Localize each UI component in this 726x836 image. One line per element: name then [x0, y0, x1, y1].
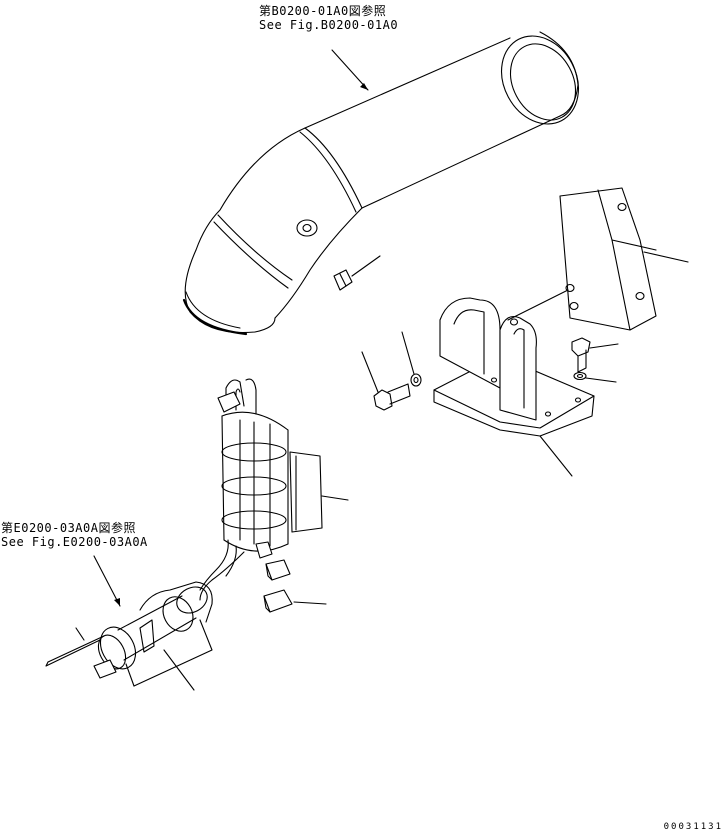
harness-connector [45, 555, 213, 691]
reference-top-line1: 第B0200-01A0図参照 [259, 4, 387, 18]
reference-left-line2: See Fig.E0200-03A0A [1, 535, 148, 549]
connector-caps [263, 559, 327, 613]
drawing-code: 00031131 [663, 822, 723, 832]
washer-right [573, 371, 617, 383]
bolt-left [361, 351, 411, 411]
intake-duct [182, 31, 579, 336]
reference-label-top: 第B0200-01A0図参照 See Fig.B0200-01A0 [259, 4, 398, 32]
reference-top-line2: See Fig.B0200-01A0 [259, 18, 399, 32]
sensor-assembly [199, 378, 349, 601]
mounting-plate [559, 187, 689, 331]
reference-label-left: 第E0200-03A0A図参照 See Fig.E0200-03A0A [1, 521, 148, 549]
washer-left [401, 331, 422, 387]
reference-left-line1: 第E0200-03A0A図参照 [1, 521, 136, 535]
bolt-right [571, 337, 619, 373]
u-bracket [433, 289, 595, 477]
plug-part [333, 255, 381, 291]
